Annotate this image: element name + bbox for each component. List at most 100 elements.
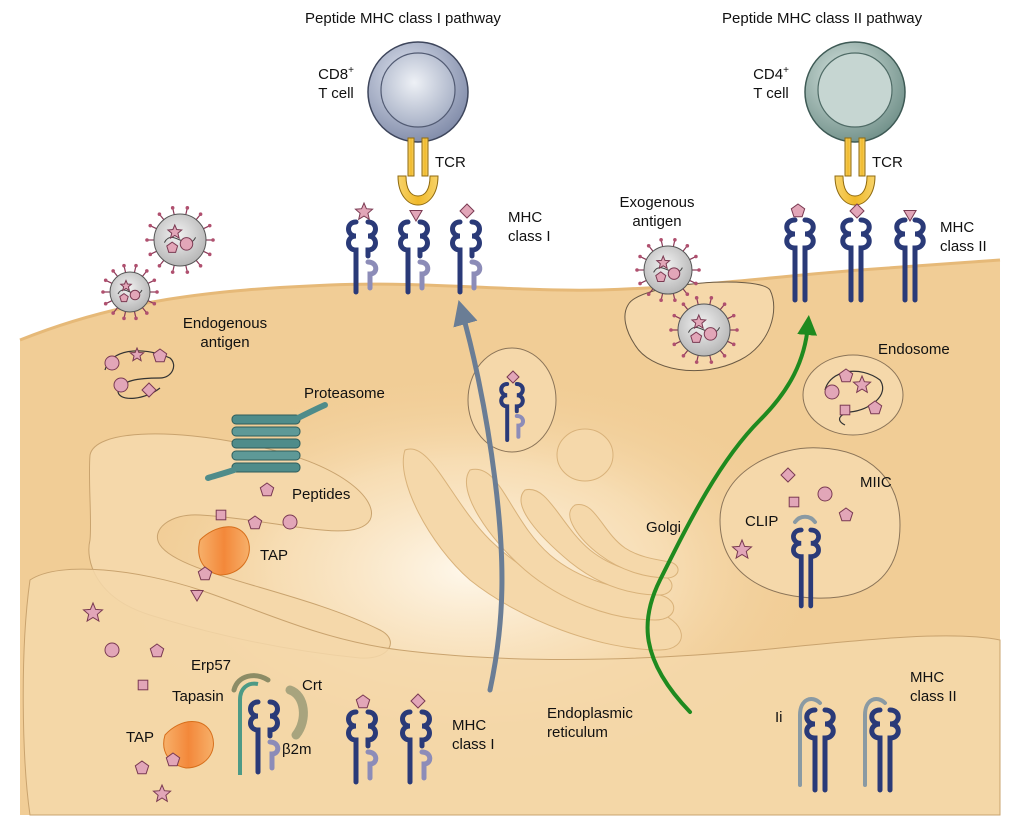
peptide-diamond <box>780 467 796 483</box>
crt-label: Crt <box>302 677 322 694</box>
virus-endogenous-2 <box>101 263 159 321</box>
invariant-chain <box>863 697 887 787</box>
golgi-label: Golgi <box>646 519 682 536</box>
erp57-label: Erp57 <box>191 657 232 674</box>
peptide-circle <box>113 377 129 393</box>
tapasin-label: Tapasin <box>172 688 224 705</box>
mhc-class-ii-transport-arrow <box>645 315 818 714</box>
peptide-diamond <box>849 203 865 219</box>
peptide-pentagon <box>838 507 854 522</box>
peptide-star <box>852 374 872 394</box>
erp57 <box>231 673 271 693</box>
peptide-diamond <box>410 693 426 709</box>
peptide-pentagon <box>690 331 703 343</box>
peptide-triangle <box>190 590 204 602</box>
virus-endogenous-1 <box>145 206 215 274</box>
tapasin <box>238 681 259 775</box>
viruses <box>101 206 739 364</box>
mhc-class-i-surface-3 <box>450 219 483 295</box>
peptide-triangle <box>409 210 423 222</box>
tap-transporter-1 <box>198 526 250 576</box>
mhc-class-ii-er-1 <box>804 707 836 793</box>
peptide-circle <box>282 514 298 530</box>
peptide-pentagon <box>134 760 150 775</box>
b2m-label: β2m <box>282 741 312 758</box>
tcr-class-ii-label: TCR <box>872 154 903 171</box>
peptide-square <box>788 496 800 508</box>
mhc-class-i-vesicle <box>499 381 525 443</box>
peptide-diamond <box>141 382 157 398</box>
peptide-pentagon <box>166 241 179 253</box>
peptides <box>82 201 917 803</box>
peptide-pentagon <box>119 292 129 303</box>
mhc-molecules <box>248 217 926 793</box>
peptide-circle <box>824 384 840 400</box>
pathway-class-i-title: Peptide MHC class I pathway <box>305 10 501 27</box>
cd8-label: CD8+ T cell <box>318 65 354 103</box>
peptide-square <box>137 679 149 691</box>
peptide-triangle <box>903 210 917 222</box>
calreticulin <box>285 685 308 740</box>
peptides-label: Peptides <box>292 486 351 503</box>
peptide-pentagon <box>165 752 181 767</box>
peptide-star <box>690 313 707 330</box>
clip-fragment <box>793 514 817 524</box>
miic-compartment <box>719 447 901 599</box>
peptide-pentagon <box>149 643 165 658</box>
peptide-star <box>129 346 145 362</box>
peptide-circle <box>129 289 141 301</box>
mhc-class-ii-surface-3 <box>894 217 926 303</box>
mhc-class-ii-surface-2 <box>840 217 872 303</box>
peptide-pentagon <box>355 694 371 709</box>
virus-exogenous-1 <box>635 237 701 303</box>
mhc-class-ii-er-2 <box>869 707 901 793</box>
invariant-chain-label: Ii <box>775 709 783 726</box>
pathway-class-ii-title: Peptide MHC class II pathway <box>722 10 923 27</box>
cell-membrane <box>19 258 1001 342</box>
peptide-square <box>215 509 227 521</box>
peptide-star <box>119 279 133 292</box>
tcr-class-i-label: TCR <box>435 154 466 171</box>
proteasome-label: Proteasome <box>304 385 385 402</box>
vesicle <box>467 347 557 453</box>
peptide-pentagon <box>197 566 213 581</box>
peptide-square <box>839 404 851 416</box>
invariant-chain <box>798 697 822 787</box>
peptide-star <box>82 601 104 623</box>
peptide-circle <box>667 267 681 280</box>
cd4-t-cell <box>804 41 906 143</box>
peptide-star <box>655 254 671 270</box>
peptide-circle <box>104 355 120 371</box>
peptide-diamond <box>459 203 475 219</box>
peptide-star <box>354 201 374 221</box>
proteasome <box>205 402 328 481</box>
mhc-class-ii-miic <box>791 527 821 609</box>
tcr-class-i <box>397 137 439 206</box>
peptide-circle <box>817 486 833 502</box>
mhc-class-i-transport-arrow <box>453 299 505 693</box>
peptide-pentagon <box>152 348 168 363</box>
clip-label: CLIP <box>745 513 779 530</box>
mhc-class-i-er-2 <box>400 709 433 785</box>
peptide-pentagon <box>867 400 883 415</box>
virus-exogenous-2 <box>669 296 739 364</box>
mhc-class-i-er-tapasin <box>248 699 281 775</box>
peptide-circle <box>703 327 718 341</box>
tcr-class-ii <box>834 137 876 206</box>
endosome <box>802 354 904 436</box>
mhc-class-ii-surface-1 <box>784 217 816 303</box>
peptide-pentagon <box>259 482 275 497</box>
mhc-class-i-er-1 <box>346 709 379 785</box>
peptide-circle <box>104 642 120 658</box>
tap-label-2: TAP <box>126 729 155 746</box>
miic-label: MIIC <box>860 474 892 491</box>
mhc-class-i-surface-2 <box>398 219 431 295</box>
peptide-circle <box>179 237 194 251</box>
golgi-apparatus <box>402 428 682 651</box>
